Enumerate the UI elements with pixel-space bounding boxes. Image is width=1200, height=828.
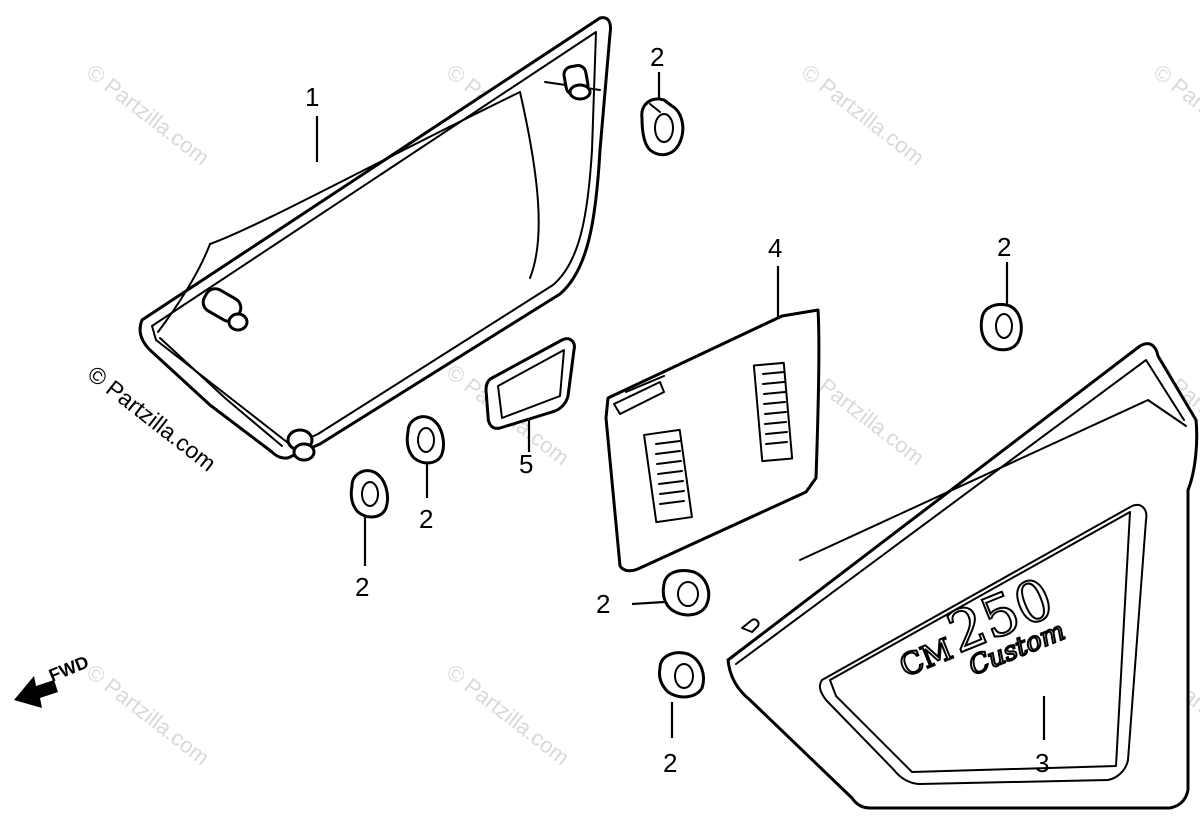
callout-2: 2 <box>355 572 369 602</box>
grommet-right <box>979 303 1023 352</box>
callout-1: 1 <box>305 82 319 112</box>
callouts: 1 2 2 2 2 2 2 3 4 5 <box>305 42 1049 778</box>
callout-2: 2 <box>596 589 610 619</box>
grommet-center <box>661 569 711 617</box>
callout-2: 2 <box>663 748 677 778</box>
watermark: © Partzilla.com <box>1149 59 1200 170</box>
watermark: © Partzilla.com <box>82 659 214 770</box>
fwd-arrow-icon <box>14 676 58 708</box>
callout-2: 2 <box>650 42 664 72</box>
part-5-pad <box>484 337 576 430</box>
grommet-mid-left <box>405 415 445 465</box>
leader-lines <box>315 72 1046 740</box>
part-3-side-cover-outer: CM 250 Custom <box>726 342 1199 810</box>
callout-3: 3 <box>1035 748 1049 778</box>
part-4-plate <box>604 308 821 573</box>
plate-label-lines <box>655 371 788 505</box>
callout-2: 2 <box>419 504 433 534</box>
fwd-indicator: FWD <box>14 652 91 708</box>
watermark: © Partzilla.com <box>797 59 929 170</box>
callout-4: 4 <box>768 233 782 263</box>
part-1-side-cover-inner <box>138 16 612 462</box>
watermark: © Partzilla.com <box>82 59 214 170</box>
watermark: © Partzilla.com <box>442 659 574 770</box>
grommet-lower-left <box>349 469 389 519</box>
callout-5: 5 <box>519 449 533 479</box>
grommet-bottom <box>658 651 705 699</box>
grommet-top <box>640 97 685 157</box>
callout-2: 2 <box>997 232 1011 262</box>
